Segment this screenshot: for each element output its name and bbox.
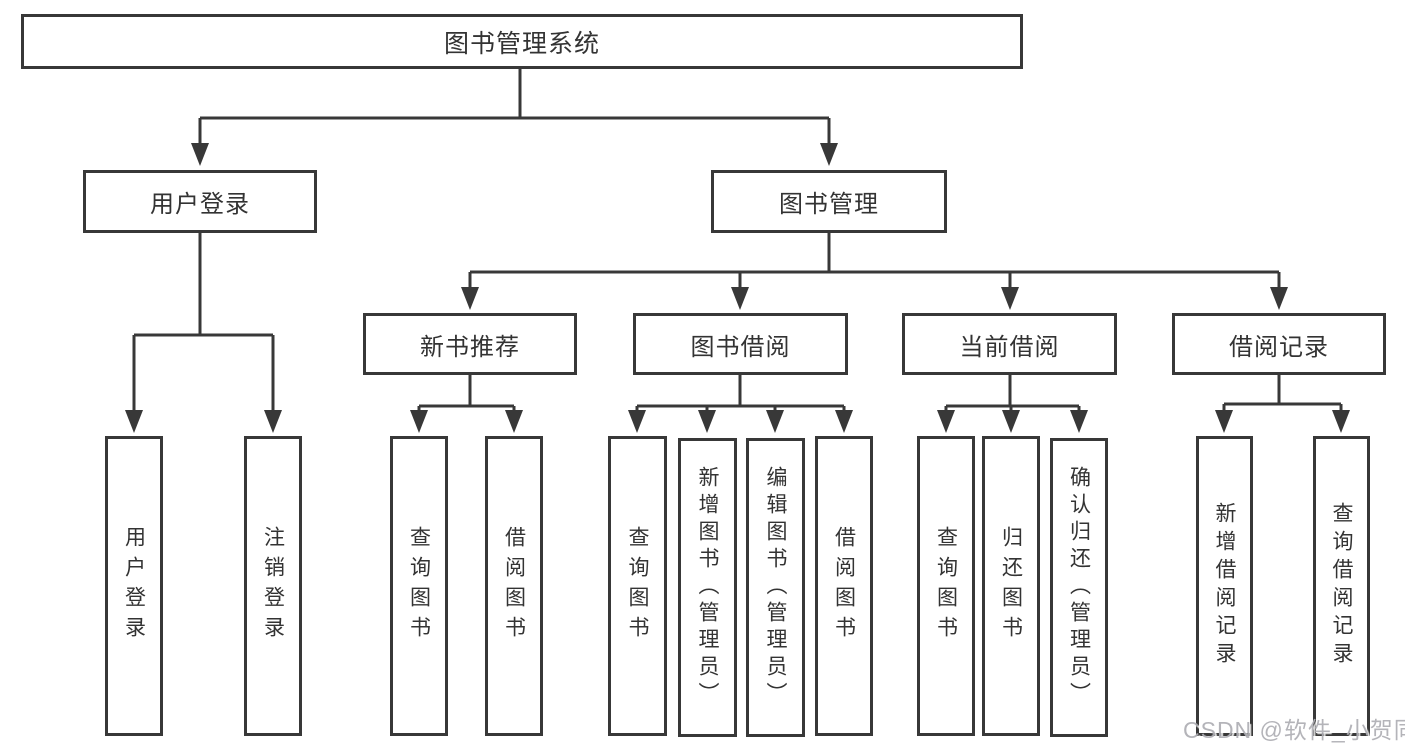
arrow-down-icon	[1270, 287, 1288, 310]
connector-borrow-to-leaves	[635, 375, 846, 412]
leaf-label: 查询图书	[407, 526, 431, 646]
node-current-borrow: 当前借阅	[902, 313, 1117, 375]
leaf-return-books: 归还图书	[982, 436, 1040, 736]
leaf-label: 查询图书	[934, 526, 958, 646]
node-borrow-records: 借阅记录	[1172, 313, 1386, 375]
arrow-down-icon	[937, 410, 955, 433]
leaf-borrow-books-2: 借阅图书	[815, 436, 873, 736]
leaf-label: 用户登录	[122, 526, 146, 646]
node-library-management-system: 图书管理系统	[21, 14, 1023, 69]
leaf-label: 注销登录	[261, 526, 285, 646]
leaf-query-books-2: 查询图书	[608, 436, 667, 736]
leaf-edit-books-admin: 编辑图书（管理员）	[746, 438, 805, 737]
connector-current-to-leaves	[944, 375, 1081, 412]
node-book-management: 图书管理	[711, 170, 947, 233]
leaf-user-login: 用户登录	[105, 436, 163, 736]
leaf-label: 编辑图书（管理员）	[764, 466, 787, 709]
arrow-down-icon	[835, 410, 853, 433]
leaf-query-borrow-record: 查询借阅记录	[1313, 436, 1370, 736]
arrow-down-icon	[1332, 410, 1350, 433]
connector-userlogin-to-leaves	[132, 233, 275, 412]
arrow-down-icons	[125, 143, 1350, 433]
node-label: 新书推荐	[420, 333, 520, 361]
arrow-down-icon	[698, 410, 716, 433]
leaf-query-books-1: 查询图书	[390, 436, 448, 736]
arrow-down-icon	[1070, 410, 1088, 433]
arrow-down-icon	[628, 410, 646, 433]
leaf-label: 新增借阅记录	[1213, 502, 1236, 670]
node-label: 当前借阅	[959, 333, 1060, 361]
node-book-borrow: 图书借阅	[633, 313, 848, 375]
leaf-query-books-3: 查询图书	[917, 436, 975, 736]
node-user-login: 用户登录	[83, 170, 317, 233]
leaf-label: 新增图书（管理员）	[696, 466, 719, 709]
node-label: 图书管理系统	[443, 29, 600, 58]
node-label: 用户登录	[150, 191, 250, 218]
leaf-label: 查询图书	[626, 526, 649, 646]
arrow-down-icon	[264, 410, 282, 433]
leaf-label: 归还图书	[999, 526, 1023, 646]
arrow-down-icon	[766, 410, 784, 433]
arrow-down-icon	[1001, 287, 1019, 310]
arrow-down-icon	[1002, 410, 1020, 433]
watermark-text: CSDN @软件_小贺同学	[1183, 717, 1405, 743]
leaf-add-books-admin: 新增图书（管理员）	[678, 438, 737, 737]
leaf-logout: 注销登录	[244, 436, 302, 736]
leaf-label: 借阅图书	[502, 526, 526, 646]
leaf-label: 确认归还（管理员）	[1067, 466, 1091, 709]
leaf-confirm-return-admin: 确认归还（管理员）	[1050, 438, 1108, 737]
arrow-down-icon	[410, 410, 428, 433]
connector-root-to-level2	[198, 69, 831, 145]
node-label: 借阅记录	[1229, 333, 1329, 361]
arrow-down-icon	[1215, 410, 1233, 433]
node-new-book-recommend: 新书推荐	[363, 313, 577, 375]
leaf-label: 查询借阅记录	[1330, 502, 1353, 670]
leaf-add-borrow-record: 新增借阅记录	[1196, 436, 1253, 736]
leaf-borrow-books-1: 借阅图书	[485, 436, 543, 736]
arrow-down-icon	[125, 410, 143, 433]
leaf-label: 借阅图书	[832, 526, 856, 646]
arrow-down-icon	[820, 143, 838, 166]
arrow-down-icon	[505, 410, 523, 433]
node-label: 图书借阅	[690, 333, 791, 361]
arrow-down-icon	[191, 143, 209, 166]
connector-bookmgmt-to-level3	[468, 233, 1281, 289]
arrow-down-icon	[731, 287, 749, 310]
arrow-down-icon	[461, 287, 479, 310]
node-label: 图书管理	[779, 191, 879, 218]
connector-records-to-leaves	[1222, 375, 1343, 412]
connector-newbook-to-leaves	[417, 375, 516, 412]
